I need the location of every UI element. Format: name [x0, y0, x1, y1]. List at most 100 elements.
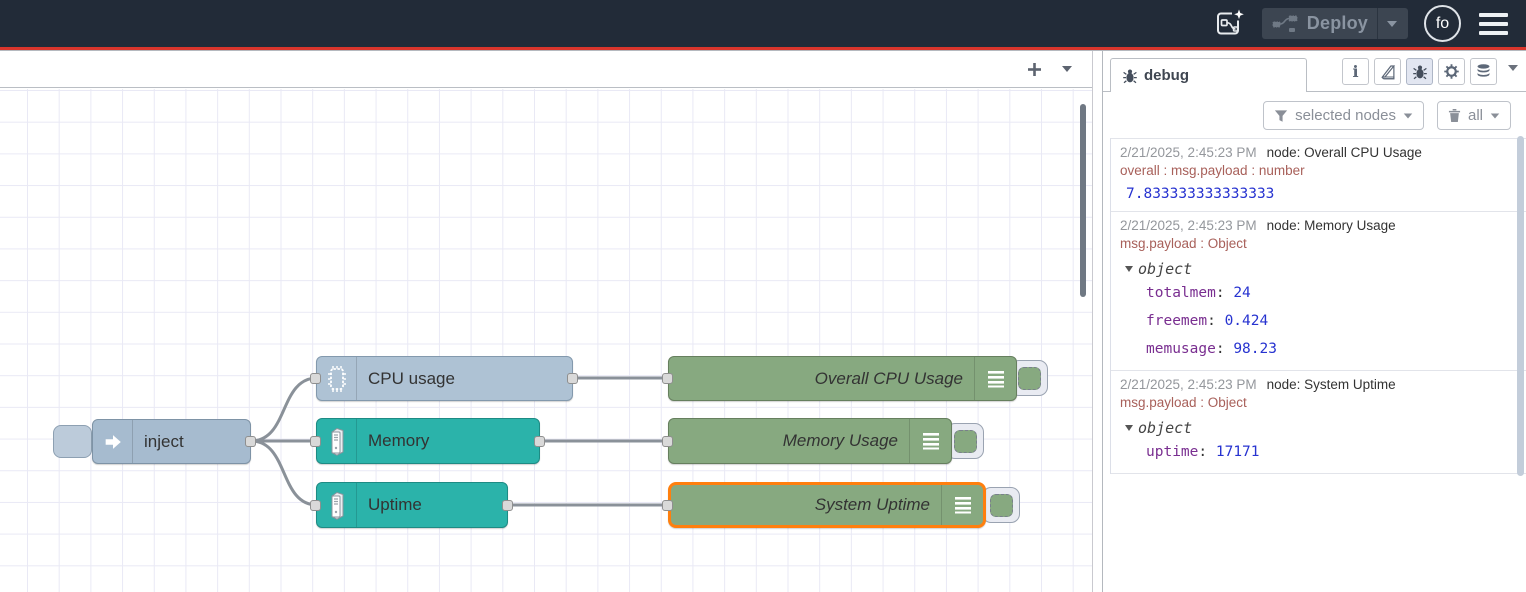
node-label: Memory — [368, 431, 430, 450]
message-meta: msg.payload : Object — [1120, 395, 1247, 410]
message-node-name: node: Overall CPU Usage — [1266, 145, 1422, 160]
field-key: totalmem — [1146, 285, 1216, 301]
port-debug-memory-in[interactable] — [662, 436, 673, 447]
collapse-object-icon[interactable] — [1125, 425, 1133, 431]
node-cpu-usage[interactable]: CPU usage — [316, 356, 573, 401]
funnel-icon — [1274, 109, 1288, 122]
deploy-button[interactable]: Deploy — [1261, 8, 1408, 39]
field-key: freemem — [1146, 313, 1208, 329]
sidebar-scrollbar[interactable] — [1517, 136, 1524, 476]
debug-output-icon — [941, 485, 983, 525]
port-debug-cpu-in[interactable] — [662, 373, 673, 384]
field-value: 17171 — [1215, 444, 1260, 460]
main-menu-button[interactable] — [1477, 9, 1510, 39]
workspace: inject CPU usage — [0, 50, 1526, 592]
cpu-chip-icon — [317, 357, 357, 400]
add-flow-button[interactable] — [1027, 62, 1042, 77]
node-label: System Uptime — [814, 495, 930, 514]
payload-field: uptime: 17171 — [1146, 444, 1260, 460]
context-data-button[interactable] — [1470, 58, 1497, 85]
field-value: 98.23 — [1233, 341, 1277, 357]
clear-messages-button[interactable]: all — [1436, 101, 1511, 130]
port-cpu-out[interactable] — [567, 373, 578, 384]
database-icon — [1477, 64, 1490, 77]
config-nodes-button[interactable] — [1438, 58, 1465, 85]
sidebar-tabbar: debug i — [1103, 51, 1526, 92]
node-inject[interactable]: inject — [92, 419, 251, 464]
port-uptime-in[interactable] — [310, 500, 321, 511]
node-label: inject — [144, 431, 184, 451]
port-debug-uptime-in[interactable] — [662, 500, 673, 511]
node-debug-overall-cpu[interactable]: Overall CPU Usage — [668, 356, 1017, 401]
node-uptime[interactable]: Uptime — [316, 482, 508, 528]
deploy-options-button[interactable] — [1377, 8, 1406, 39]
node-debug-memory[interactable]: Memory Usage — [668, 418, 952, 464]
canvas-vertical-scrollbar[interactable] — [1080, 104, 1086, 297]
info-icon: i — [1352, 62, 1359, 81]
wires-layer — [250, 376, 668, 507]
server-tower-icon — [317, 483, 357, 527]
debug-output-icon — [909, 419, 951, 463]
deploy-icon — [1272, 15, 1298, 32]
port-uptime-out[interactable] — [502, 500, 513, 511]
book-icon — [1381, 65, 1396, 80]
avatar-initials: fo — [1435, 14, 1450, 32]
user-avatar[interactable]: fo — [1424, 5, 1461, 42]
port-inject-out[interactable] — [245, 436, 256, 447]
collapse-object-icon[interactable] — [1125, 266, 1133, 272]
message-timestamp: 2/21/2025, 2:45:23 PM — [1120, 377, 1257, 392]
inject-arrow-icon — [93, 420, 133, 463]
filter-nodes-button[interactable]: selected nodes — [1263, 101, 1424, 130]
node-label: CPU usage — [368, 368, 455, 388]
server-tower-icon — [317, 419, 357, 463]
filter-label: selected nodes — [1295, 107, 1396, 124]
debug-tab-button[interactable] — [1406, 58, 1433, 85]
flow-canvas[interactable]: inject CPU usage — [0, 89, 1092, 592]
port-cpu-in[interactable] — [310, 373, 321, 384]
debug-sidebar: debug i — [1102, 51, 1526, 592]
debug-message: 2/21/2025, 2:45:23 PM node: System Uptime… — [1111, 371, 1526, 474]
info-tab-button[interactable]: i — [1342, 58, 1369, 85]
node-label: Memory Usage — [782, 431, 898, 450]
node-label: Uptime — [368, 495, 422, 514]
object-label: object — [1138, 260, 1193, 278]
field-key: uptime — [1146, 444, 1199, 460]
flow-canvas-area: inject CPU usage — [0, 51, 1093, 592]
message-timestamp: 2/21/2025, 2:45:23 PM — [1120, 218, 1257, 233]
header-accent-line — [0, 47, 1526, 50]
payload-field: totalmem: 24 — [1146, 285, 1251, 301]
node-memory[interactable]: Memory — [316, 418, 540, 464]
message-node-name: node: System Uptime — [1266, 377, 1396, 392]
field-value: 0.424 — [1224, 313, 1269, 329]
wire-inject-uptime[interactable] — [250, 439, 318, 507]
wire-inject-cpu[interactable] — [250, 376, 318, 443]
message-node-name: node: Memory Usage — [1266, 218, 1396, 233]
flow-tabbar — [0, 51, 1092, 88]
debug-message: 2/21/2025, 2:45:23 PM node: Overall CPU U… — [1111, 139, 1526, 212]
flow-list-button[interactable] — [1062, 66, 1072, 72]
payload-field: memusage: 98.23 — [1146, 341, 1277, 357]
flow-assistant-icon[interactable] — [1212, 7, 1246, 41]
inject-trigger-button[interactable] — [53, 425, 92, 458]
message-meta: msg.payload : Object — [1120, 236, 1247, 251]
clear-label: all — [1467, 107, 1483, 124]
help-tab-button[interactable] — [1374, 58, 1401, 85]
message-payload-value: 7.833333333333333 — [1126, 186, 1275, 202]
bug-icon — [1123, 69, 1137, 83]
object-label: object — [1138, 419, 1193, 437]
plus-icon — [1028, 62, 1041, 76]
trash-icon — [1448, 109, 1461, 122]
port-memory-in[interactable] — [310, 436, 321, 447]
message-timestamp: 2/21/2025, 2:45:23 PM — [1120, 145, 1257, 160]
field-value: 24 — [1233, 285, 1251, 301]
header-bar: Deploy fo — [0, 0, 1526, 47]
debug-toggle-button[interactable] — [946, 423, 984, 459]
field-key: memusage — [1146, 341, 1216, 357]
debug-output-icon — [974, 357, 1016, 400]
tab-debug[interactable]: debug — [1110, 58, 1307, 92]
port-memory-out[interactable] — [534, 436, 545, 447]
sidebar-options-button[interactable] — [1508, 64, 1518, 71]
node-debug-uptime-selected[interactable]: System Uptime — [668, 482, 986, 528]
debug-toggle-button[interactable] — [982, 487, 1020, 523]
